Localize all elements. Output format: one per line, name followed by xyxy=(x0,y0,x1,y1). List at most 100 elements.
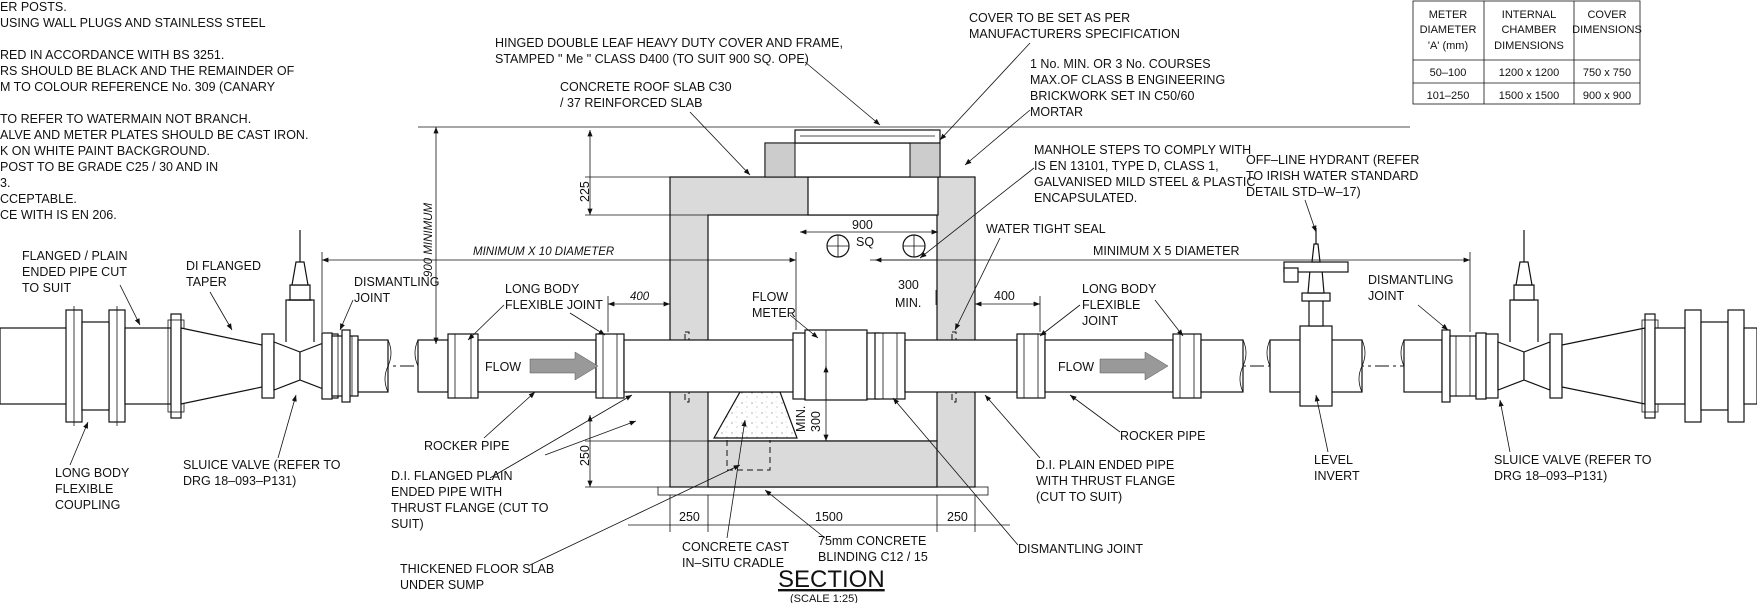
chamber xyxy=(657,129,989,496)
label-watertight: WATER TIGHT SEAL xyxy=(986,222,1106,236)
note-line: ALVE AND METER PLATES SHOULD BE CAST IRO… xyxy=(0,128,308,142)
label-long-body-2: LONG BODY xyxy=(1082,282,1157,296)
label-roof-slab: CONCRETE ROOF SLAB C30 xyxy=(560,80,732,94)
label-di-flanged-plain: THRUST FLANGE (CUT TO xyxy=(391,501,549,515)
flow-arrow-icon xyxy=(1099,351,1169,381)
label-flanged-plain: TO SUIT xyxy=(22,281,71,295)
label-long-body-2: JOINT xyxy=(1082,314,1118,328)
note-line: M TO COLOUR REFERENCE No. 309 (CANARY xyxy=(0,80,276,94)
table-header: 'A' (mm) xyxy=(1428,40,1468,52)
label-dismantling-right: DISMANTLING xyxy=(1368,273,1453,287)
section-title: SECTION (SCALE 1:25) xyxy=(778,566,885,603)
dim-900: 900 xyxy=(852,218,873,232)
label-brickwork: BRICKWORK SET IN C50/60 xyxy=(1030,89,1194,103)
label-steps: GALVANISED MILD STEEL & PLASTIC xyxy=(1034,175,1255,189)
label-sluice-left: DRG 18–093–P131) xyxy=(183,474,296,488)
dim-250-left: 250 xyxy=(679,510,700,524)
hydrant-tee xyxy=(1266,228,1366,407)
table-cell: 101–250 xyxy=(1427,90,1470,102)
table-cell: 50–100 xyxy=(1430,67,1467,79)
label-level-invert: LEVEL xyxy=(1314,453,1353,467)
label-di-plain: D.I. PLAIN ENDED PIPE xyxy=(1036,458,1174,472)
label-rocker-left: ROCKER PIPE xyxy=(424,439,509,453)
table-header: CHAMBER xyxy=(1501,24,1556,36)
label-cover: STAMPED " Me " CLASS D400 (TO SUIT 900 S… xyxy=(495,52,809,66)
label-di-flanged-plain: ENDED PIPE WITH xyxy=(391,485,502,499)
label-sluice-right: SLUICE VALVE (REFER TO xyxy=(1494,453,1652,467)
dim-400-left: 400 xyxy=(630,291,650,303)
label-hydrant: OFF–LINE HYDRANT (REFER xyxy=(1246,153,1419,167)
label-long-body-2: FLEXIBLE xyxy=(1082,298,1140,312)
label-long-body-1: FLEXIBLE JOINT xyxy=(505,298,603,312)
label-level-invert: INVERT xyxy=(1314,469,1360,483)
label-coupling: COUPLING xyxy=(55,498,120,512)
label-flanged-plain: ENDED PIPE CUT xyxy=(22,265,127,279)
label-brickwork: 1 No. MIN. OR 3 No. COURSES xyxy=(1030,57,1211,71)
label-sluice-right: DRG 18–093–P131) xyxy=(1494,469,1607,483)
label-cover-set: COVER TO BE SET AS PER xyxy=(969,11,1130,25)
title-section: SECTION xyxy=(778,566,885,593)
note-line: RED IN ACCORDANCE WITH BS 3251. xyxy=(0,48,224,62)
label-brickwork: MAX.OF CLASS B ENGINEERING xyxy=(1030,73,1225,87)
label-flow-meter: METER xyxy=(752,306,796,320)
label-blinding: 75mm CONCRETE xyxy=(818,534,926,548)
label-flanged-plain: FLANGED / PLAIN xyxy=(22,249,128,263)
left-pipework xyxy=(0,230,392,426)
table-header: DIMENSIONS xyxy=(1494,40,1564,52)
note-line: CCEPTABLE. xyxy=(0,192,77,206)
table-header: METER xyxy=(1429,9,1468,21)
dim-300: 300 xyxy=(898,278,919,292)
dim-min-10: MINIMUM X 10 DIAMETER xyxy=(473,246,614,258)
label-thickened: THICKENED FLOOR SLAB xyxy=(400,562,554,576)
dim-300-vertical: 300 xyxy=(809,411,823,432)
note-line: RS SHOULD BE BLACK AND THE REMAINDER OF xyxy=(0,64,295,78)
general-notes: ER POSTS. USING WALL PLUGS AND STAINLESS… xyxy=(0,0,308,222)
dim-min-5: MINIMUM X 5 DIAMETER xyxy=(1093,244,1240,258)
label-brickwork: MORTAR xyxy=(1030,105,1083,119)
flow-label: FLOW xyxy=(485,360,521,374)
label-hydrant: DETAIL STD–W–17) xyxy=(1246,185,1361,199)
label-roof-slab: / 37 REINFORCED SLAB xyxy=(560,96,702,110)
note-line: 3. xyxy=(0,176,10,190)
label-di-plain: WITH THRUST FLANGE xyxy=(1036,474,1175,488)
label-rocker-right: ROCKER PIPE xyxy=(1120,429,1205,443)
label-dismantling-left: JOINT xyxy=(354,291,390,305)
note-line: TO REFER TO WATERMAIN NOT BRANCH. xyxy=(0,112,251,126)
flow-label: FLOW xyxy=(1058,360,1094,374)
label-cover: HINGED DOUBLE LEAF HEAVY DUTY COVER AND … xyxy=(495,36,843,50)
label-flow-meter: FLOW xyxy=(752,290,788,304)
label-coupling: LONG BODY xyxy=(55,466,130,480)
dim-min: MIN. xyxy=(794,406,808,432)
label-di-flanged-plain: SUIT) xyxy=(391,517,424,531)
table-header: COVER xyxy=(1587,9,1626,21)
label-di-taper: TAPER xyxy=(186,275,227,289)
table-header: DIMENSIONS xyxy=(1572,24,1642,36)
label-di-plain: (CUT TO SUIT) xyxy=(1036,490,1122,504)
note-line: POST TO BE GRADE C25 / 30 AND IN xyxy=(0,160,218,174)
label-hydrant: TO IRISH WATER STANDARD xyxy=(1246,169,1418,183)
label-steps: MANHOLE STEPS TO COMPLY WITH xyxy=(1034,143,1251,157)
meter-table: METER DIAMETER 'A' (mm) INTERNAL CHAMBER… xyxy=(1412,0,1642,105)
label-dismantling-right: JOINT xyxy=(1368,289,1404,303)
dimensions: 900 MINIMUM MINIMUM X 10 DIAMETER MINIMU… xyxy=(321,126,1471,532)
note-line: USING WALL PLUGS AND STAINLESS STEEL xyxy=(0,16,266,30)
table-header: INTERNAL xyxy=(1502,9,1556,21)
title-scale: (SCALE 1:25) xyxy=(790,593,858,603)
table-header: DIAMETER xyxy=(1420,24,1477,36)
dim-1500: 1500 xyxy=(815,510,843,524)
dim-min: MIN. xyxy=(895,296,921,310)
label-steps: IS EN 13101, TYPE D, CLASS 1, xyxy=(1034,159,1219,173)
dim-225: 225 xyxy=(578,181,592,202)
dim-900-minimum: 900 MINIMUM xyxy=(423,203,435,278)
note-line: ER POSTS. xyxy=(0,0,67,14)
table-cell: 900 x 900 xyxy=(1583,90,1631,102)
label-cover-set: MANUFACTURERS SPECIFICATION xyxy=(969,27,1180,41)
label-thickened: UNDER SUMP xyxy=(400,578,484,592)
label-coupling: FLEXIBLE xyxy=(55,482,113,496)
right-pipework xyxy=(1400,230,1757,423)
label-di-taper: DI FLANGED xyxy=(186,259,261,273)
label-sluice-left: SLUICE VALVE (REFER TO xyxy=(183,458,341,472)
note-line: K ON WHITE PAINT BACKGROUND. xyxy=(0,144,210,158)
label-steps: ENCAPSULATED. xyxy=(1034,191,1137,205)
dim-sq: SQ xyxy=(856,235,874,249)
